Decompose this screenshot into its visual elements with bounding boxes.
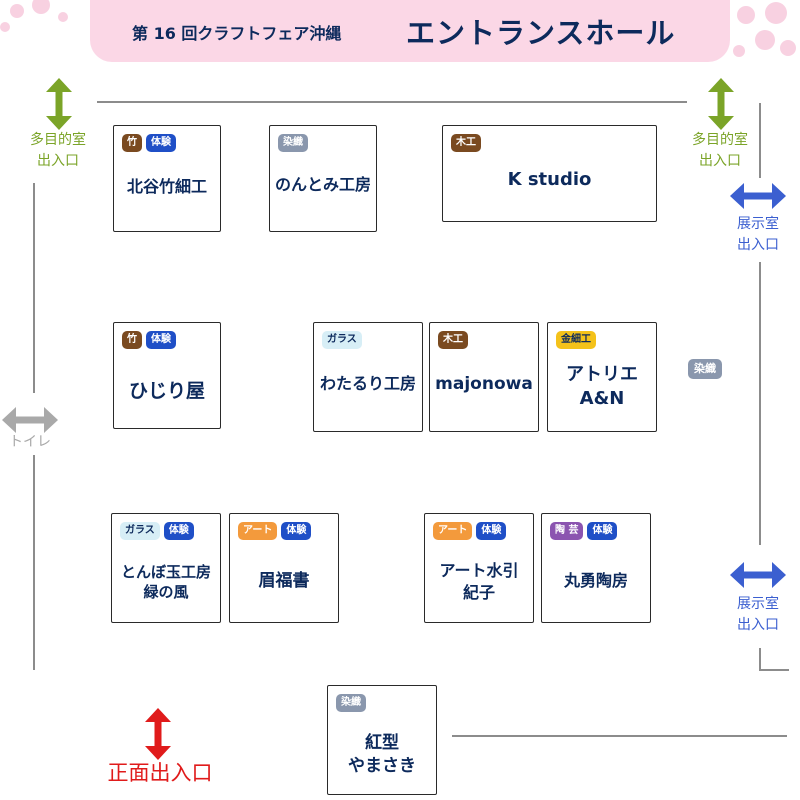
booth-name-line: 紀子: [462, 582, 495, 602]
booth-name-line: アート水引: [439, 561, 519, 580]
booth-name-line: とんぼ玉工房: [120, 563, 211, 581]
tag-mokko: 木工: [438, 331, 468, 349]
senshoku-floating-tag: 染織: [688, 359, 722, 379]
booth-tags: 金細工: [556, 331, 596, 349]
booth-name-line: 緑の風: [143, 583, 189, 602]
booth-name: 紅型やまさき: [328, 732, 436, 778]
tag-taiken: 体験: [146, 331, 176, 349]
wall-right-bottom: [759, 669, 789, 671]
booth-name: とんぼ玉工房緑の風: [112, 562, 220, 603]
exhibit-top-label: 展示室 出入口: [737, 216, 779, 253]
booth-name: わたるり工房: [314, 373, 422, 395]
wall-left-lower: [33, 455, 35, 670]
booth-tags: 木工: [438, 331, 468, 349]
booth-name: K studio: [443, 168, 656, 192]
booth-name-line: 眉福書: [258, 571, 310, 591]
booth-hijiri: 竹体験ひじり屋: [113, 322, 221, 429]
booth-kitaya: 竹体験北谷竹細工: [113, 125, 221, 232]
booth-bifuku: アート体験眉福書: [229, 513, 339, 623]
booth-name: 丸勇陶房: [542, 570, 650, 592]
booth-nontomi: 染織のんとみ工房: [269, 125, 377, 232]
wall-bottom: [452, 735, 787, 737]
booth-kstudio: 木工 K studio: [442, 125, 657, 222]
tag-kinzaiku: 金細工: [556, 331, 596, 349]
wall-right-middle: [759, 262, 761, 545]
blossom-left-decoration: [0, 0, 90, 45]
booth-name-line: 北谷竹細工: [126, 177, 207, 196]
tag-taiken: 体験: [163, 522, 194, 540]
multipurpose-left-label: 多目的室 出入口: [30, 132, 86, 169]
hall-title: エントランスホール: [406, 16, 676, 50]
booth-tags: 木工: [451, 134, 481, 152]
tag-art: アート: [433, 522, 473, 540]
booth-name: ひじり屋: [114, 379, 220, 405]
tag-taiken: 体験: [146, 134, 176, 152]
wall-right-upper: [759, 103, 761, 178]
tag-touge: 陶 芸: [550, 522, 584, 540]
multipurpose-right-label: 多目的室 出入口: [692, 132, 748, 169]
event-subtitle: 第 16 回クラフトフェア沖縄: [132, 24, 342, 43]
booth-atelier: 金細工アトリエ A&N: [547, 322, 657, 432]
booth-tags: 陶 芸体験: [550, 522, 618, 540]
header-banner: 第 16 回クラフトフェア沖縄 エントランスホール: [90, 0, 730, 62]
booth-suiin: アート体験アート水引紀子: [424, 513, 534, 623]
booth-tags: 竹体験: [122, 134, 176, 152]
tag-take: 竹: [122, 331, 142, 349]
booth-name-line: A&N: [579, 388, 625, 410]
booth-tags: アート体験: [433, 522, 507, 540]
tag-taiken: 体験: [281, 522, 312, 540]
booth-name-line: やまさき: [348, 755, 416, 776]
tag-senshoku: 染織: [278, 134, 308, 152]
blossom-right-decoration: [725, 0, 800, 80]
booth-name-line: のんとみ工房: [274, 175, 371, 194]
multipurpose-left-arrow-icon: [46, 78, 72, 130]
tag-taiken: 体験: [476, 522, 507, 540]
booth-name-line: 丸勇陶房: [563, 571, 628, 590]
booth-tags: 染織: [278, 134, 308, 152]
tag-mokko: 木工: [451, 134, 481, 152]
booth-wataruri: ガラスわたるり工房: [313, 322, 423, 432]
exhibit-bottom-label: 展示室 出入口: [737, 596, 779, 633]
booth-bingata: 染織紅型やまさき: [327, 685, 437, 795]
tag-senshoku: 染織: [336, 694, 366, 712]
exhibit-bottom-arrow-icon: [730, 562, 786, 588]
booth-name-line: わたるり工房: [319, 374, 416, 393]
tag-art: アート: [238, 522, 278, 540]
booth-name-line: ひじり屋: [128, 380, 205, 402]
booth-tags: 竹体験: [122, 331, 176, 349]
toilet-label: トイレ: [9, 434, 51, 450]
booth-name: 眉福書: [230, 570, 338, 593]
main-entrance-label: 正面出入口: [107, 761, 213, 785]
tag-take: 竹: [122, 134, 142, 152]
tag-glass: ガラス: [120, 522, 160, 540]
booth-tags: ガラス: [322, 331, 362, 349]
tag-glass: ガラス: [322, 331, 362, 349]
booth-name: アート水引紀子: [425, 560, 533, 603]
booth-name: アトリエ A&N: [548, 363, 656, 412]
booth-majonowa: 木工 majonowa: [429, 322, 539, 432]
booth-name-line: 紅型: [365, 733, 399, 753]
toilet-arrow-icon: [2, 407, 58, 433]
booth-name-line: majonowa: [435, 374, 533, 394]
wall-left-upper: [33, 183, 35, 393]
booth-name-line: K studio: [507, 169, 592, 190]
booth-name: 北谷竹細工: [114, 176, 220, 198]
booth-name: のんとみ工房: [270, 174, 376, 196]
booth-maruyu: 陶 芸体験丸勇陶房: [541, 513, 651, 623]
booth-tonbo: ガラス体験とんぼ玉工房緑の風: [111, 513, 221, 623]
booth-tags: 染織: [336, 694, 366, 712]
booth-name: majonowa: [430, 373, 538, 396]
booth-tags: アート体験: [238, 522, 312, 540]
wall-right-lower: [759, 648, 761, 670]
wall-top: [97, 101, 687, 103]
multipurpose-right-arrow-icon: [708, 78, 734, 130]
exhibit-top-arrow-icon: [730, 183, 786, 209]
booth-tags: ガラス体験: [120, 522, 194, 540]
tag-taiken: 体験: [587, 522, 618, 540]
main-entrance-arrow-icon: [145, 708, 171, 760]
booth-name-line: アトリエ: [566, 364, 638, 385]
